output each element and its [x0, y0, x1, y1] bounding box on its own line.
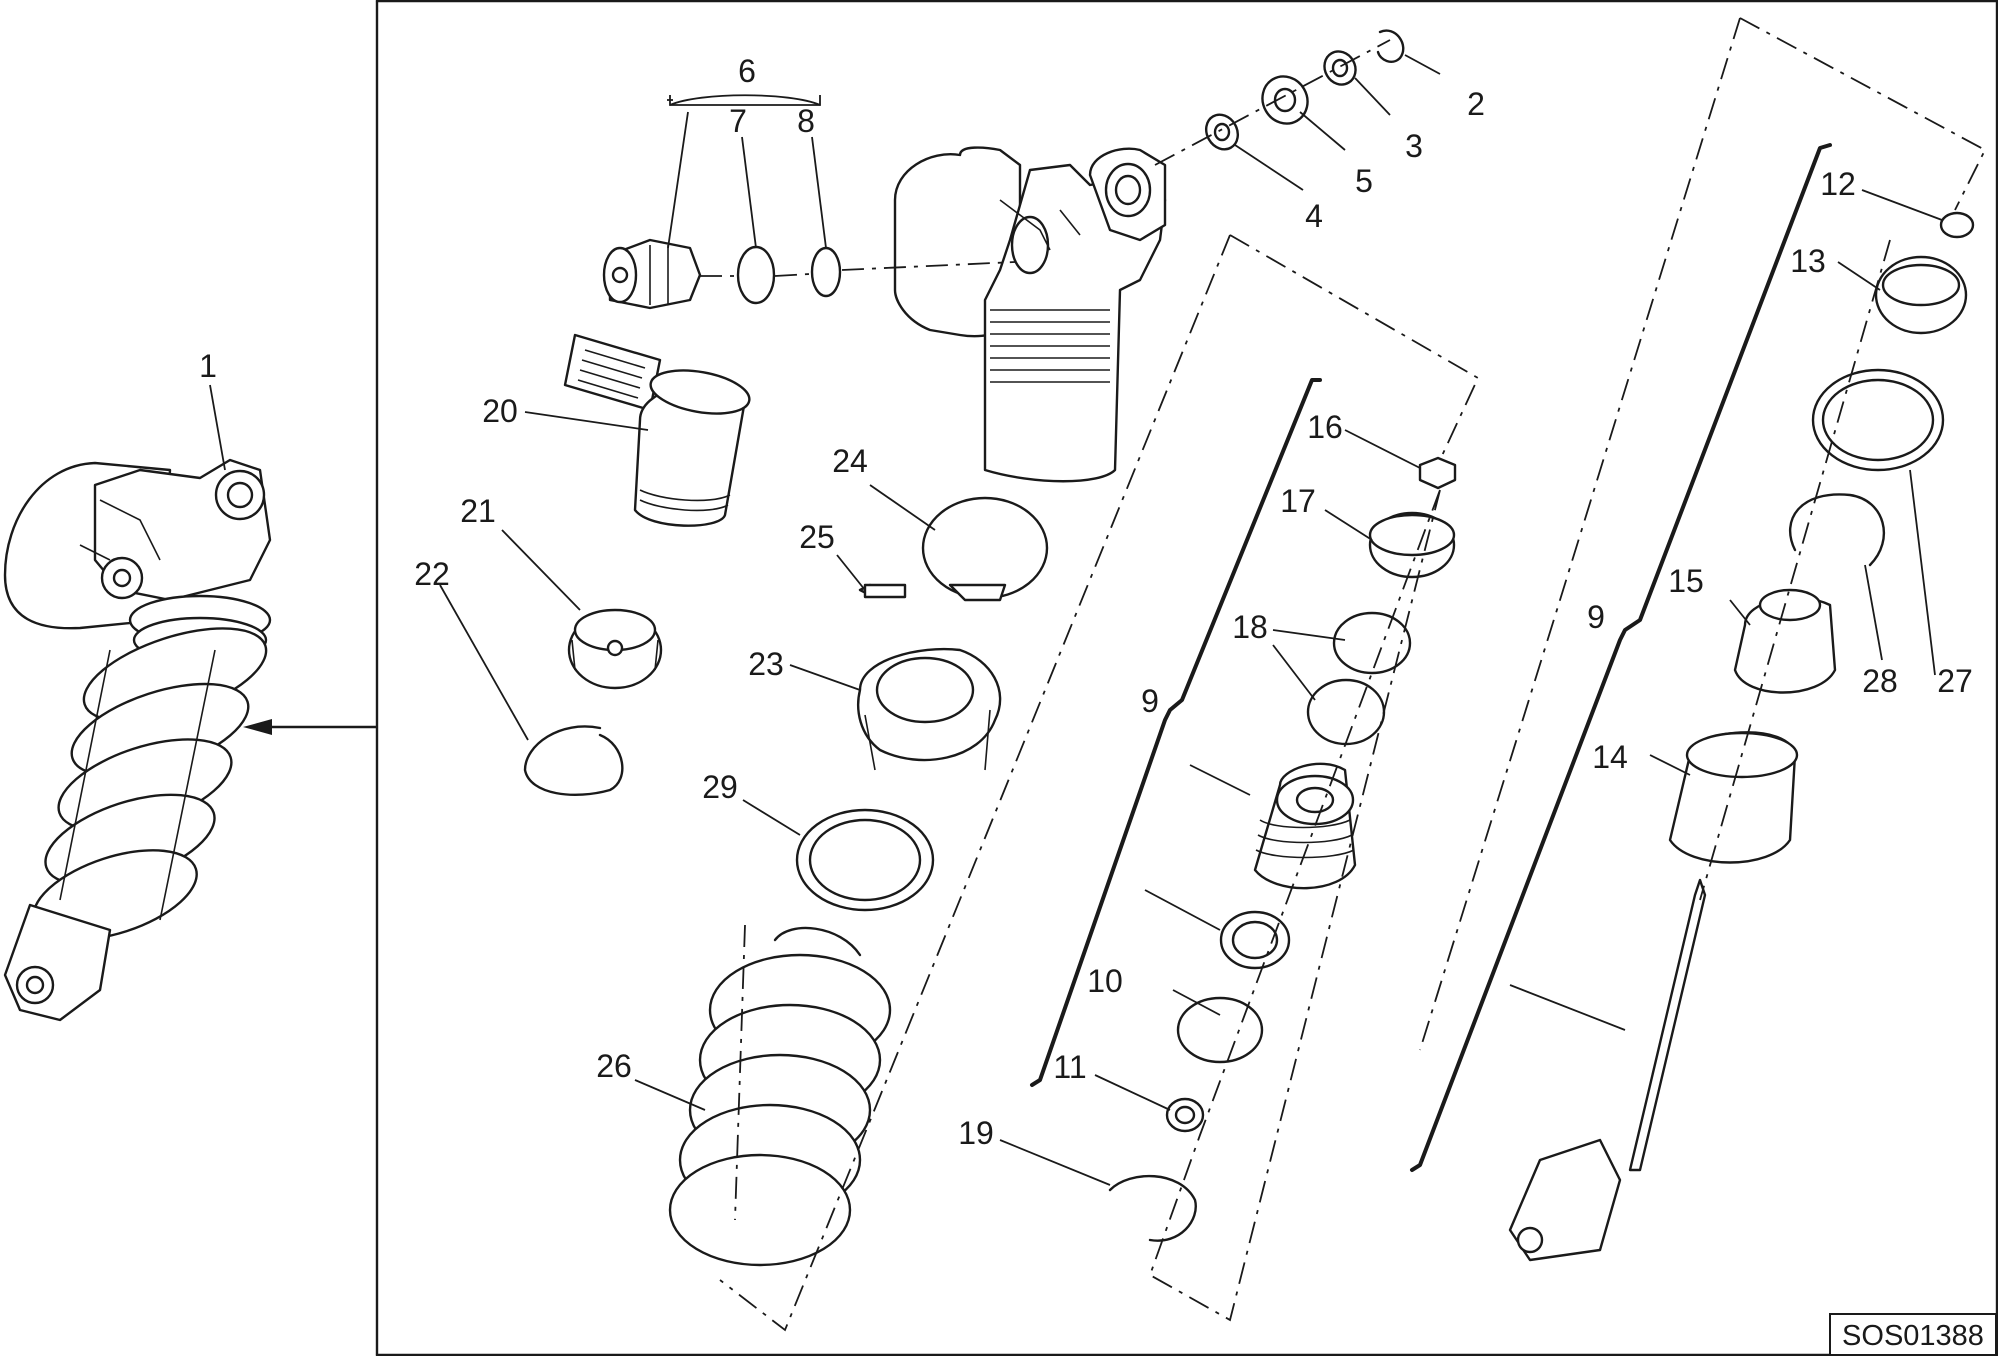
reference-code-box: SOS01388	[1829, 1313, 1997, 1356]
callout-12: 12	[1820, 166, 1856, 202]
leader-lines	[209, 54, 1943, 1186]
callout-5: 5	[1355, 163, 1373, 199]
callout-25: 25	[799, 519, 835, 555]
callout-18: 18	[1232, 609, 1268, 645]
callout-26: 26	[596, 1048, 632, 1084]
parts-2-5	[1154, 29, 1405, 166]
callout-10: 10	[1087, 963, 1123, 999]
callout-21: 21	[460, 493, 496, 529]
callout-7: 7	[729, 103, 747, 139]
callout-27: 27	[1937, 663, 1973, 699]
callout-20: 20	[482, 393, 518, 429]
shock-body	[893, 146, 1167, 483]
callout-4: 4	[1305, 198, 1323, 234]
callout-14: 14	[1592, 739, 1628, 775]
callout-labels: 1 2 3 4 5 6 7 8 9 9 10 11 12 13 14 15 16…	[199, 53, 1973, 1151]
callout-6: 6	[738, 53, 756, 89]
callout-9-center: 9	[1141, 683, 1159, 719]
callout-15: 15	[1668, 563, 1704, 599]
callout-23: 23	[748, 646, 784, 682]
callout-9-right: 9	[1587, 599, 1605, 635]
group-brackets	[1030, 143, 1832, 1172]
callout-17: 17	[1280, 483, 1316, 519]
callout-2: 2	[1467, 86, 1485, 122]
reference-code: SOS01388	[1842, 1320, 1984, 1352]
callout-29: 29	[702, 769, 738, 805]
parts-20	[563, 333, 751, 527]
detail-frame	[375, 0, 1998, 1356]
parts-6-8	[602, 94, 1016, 310]
parts-10-11-16-19	[719, 234, 1480, 1332]
callout-28: 28	[1862, 663, 1898, 699]
callout-16: 16	[1307, 409, 1343, 445]
parts-12-15-27-28	[1419, 17, 1987, 1262]
parts-23-25-29	[795, 496, 1049, 912]
callout-13: 13	[1790, 243, 1826, 279]
callout-1: 1	[199, 348, 217, 384]
part-26-spring	[668, 924, 892, 1267]
callout-24: 24	[832, 443, 868, 479]
callout-22: 22	[414, 556, 450, 592]
assembled-shock-absorber	[3, 458, 378, 1022]
parts-21-22	[523, 608, 663, 796]
callout-19: 19	[958, 1115, 994, 1151]
callout-8: 8	[797, 103, 815, 139]
callout-11: 11	[1053, 1049, 1086, 1085]
callout-3: 3	[1405, 128, 1423, 164]
